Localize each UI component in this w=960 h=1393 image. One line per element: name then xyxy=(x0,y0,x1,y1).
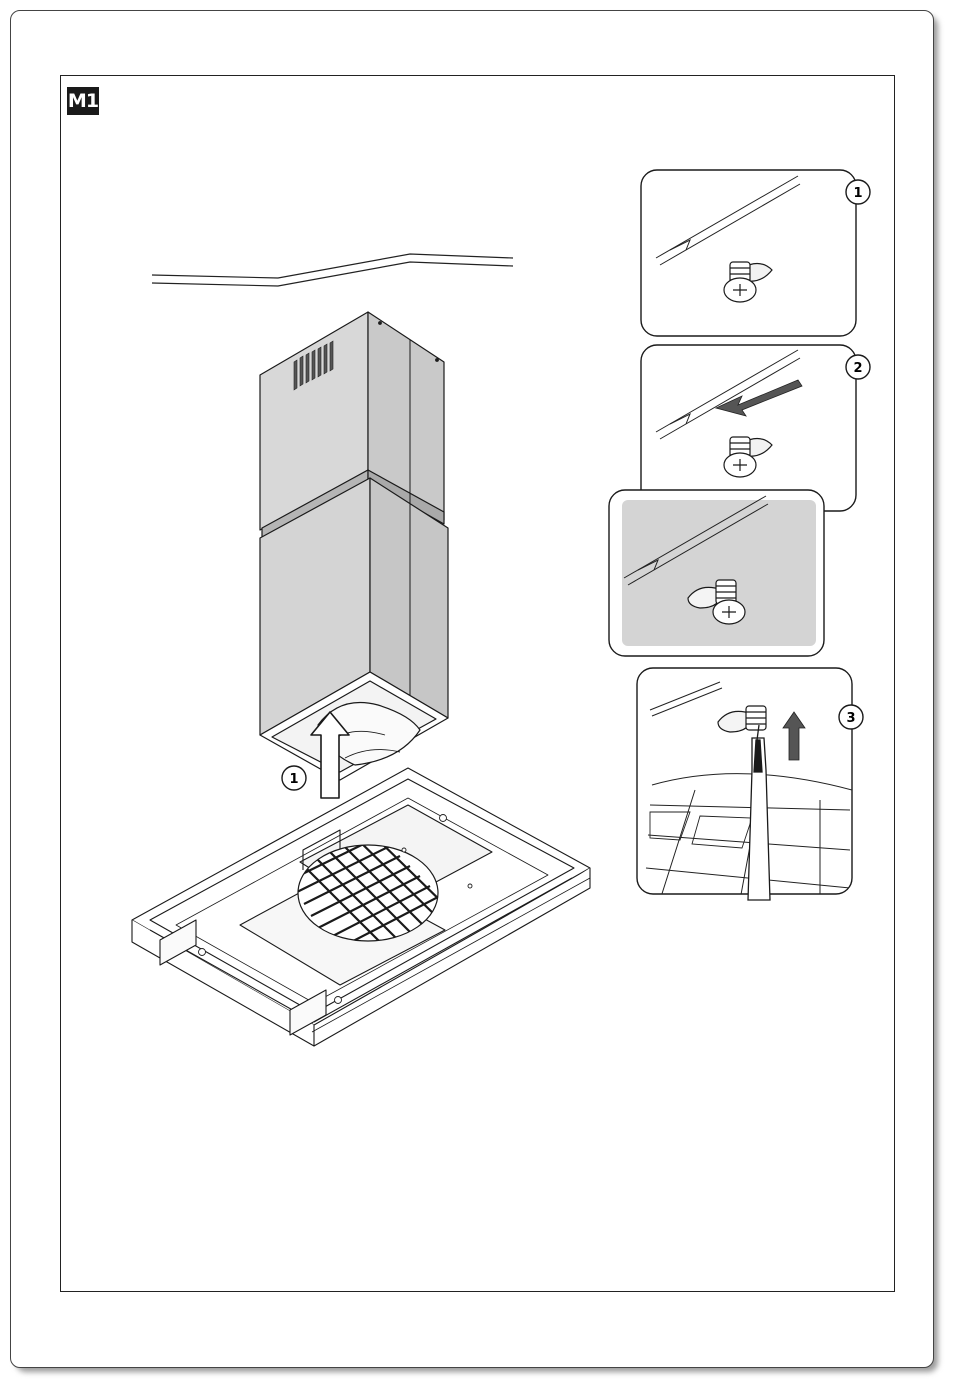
detail-panel-2 xyxy=(640,344,857,512)
screwdriver-icon xyxy=(747,724,771,901)
panel-2-callout: 2 xyxy=(845,354,871,380)
detail-panel-gray xyxy=(608,489,825,657)
panel-1-callout: 1 xyxy=(845,179,871,205)
figure-frame xyxy=(60,75,895,1292)
canopy-screws xyxy=(198,814,473,1004)
lift-arrow-small-icon xyxy=(782,711,806,761)
panel-1-number: 1 xyxy=(853,186,862,201)
screw-icon xyxy=(723,436,773,478)
detail-panel-3 xyxy=(636,667,853,901)
panel-2-number: 2 xyxy=(853,361,862,376)
screw-icon xyxy=(717,705,767,733)
vent-grille xyxy=(293,340,334,391)
figure-label: M1 xyxy=(67,87,99,115)
screw-icon xyxy=(687,579,746,625)
lift-arrow-icon xyxy=(310,711,350,799)
panel-3-number: 3 xyxy=(846,711,855,726)
push-arrow-icon xyxy=(714,379,803,417)
panel-3-callout: 3 xyxy=(838,704,864,730)
grease-filter xyxy=(297,844,439,942)
detail-panel-1 xyxy=(640,169,857,337)
ceiling-line xyxy=(151,253,514,287)
main-step-callout: 1 xyxy=(281,765,307,791)
chimney xyxy=(259,311,449,781)
main-step-number: 1 xyxy=(289,772,298,787)
screw-icon xyxy=(723,261,773,303)
